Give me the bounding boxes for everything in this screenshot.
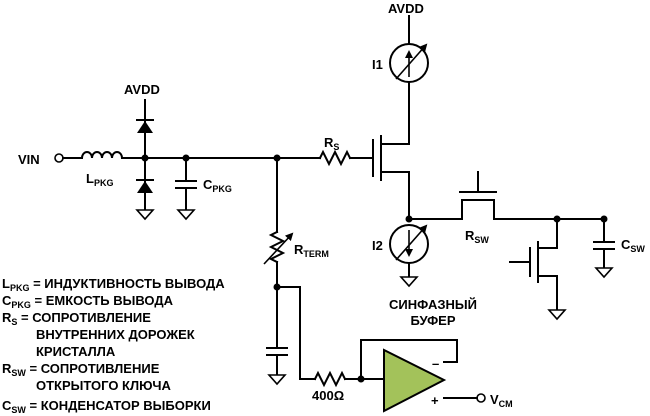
opamp-plus: + xyxy=(431,393,439,408)
current-source-i1 xyxy=(389,15,429,83)
reset-transistor xyxy=(509,218,567,321)
source-follower-transistor xyxy=(372,81,410,220)
i1-label: I1 xyxy=(372,57,383,72)
rterm-bypass-capacitor xyxy=(266,347,288,386)
csw-label: CSW xyxy=(621,237,645,254)
legend-entry: CPKG = ЕМКОСТЬ ВЫВОДА xyxy=(2,293,174,310)
cpkg-label: CPKG xyxy=(203,177,232,194)
rs-label: RS xyxy=(324,135,339,152)
vin-label: VIN xyxy=(18,152,40,167)
legend-entry: RS = СОПРОТИВЛЕНИЕ xyxy=(2,310,151,327)
avdd-top-label: AVDD xyxy=(388,1,424,16)
lpkg-label: LPKG xyxy=(86,171,113,188)
avdd-left-label: AVDD xyxy=(124,82,160,97)
vin-terminal xyxy=(54,153,83,163)
i2-label: I2 xyxy=(372,238,383,253)
rsw-label: RSW xyxy=(465,228,489,245)
legend-entry: RSW = СОПРОТИВЛЕНИЕ xyxy=(2,361,160,378)
resistor-400-ohm xyxy=(276,286,385,388)
package-capacitor-cpkg xyxy=(144,157,197,221)
legend-entry: LPKG = ИНДУКТИВНОСТЬ ВЫВОДА xyxy=(2,276,225,293)
legend-entry: CSW = КОНДЕНСАТОР ВЫБОРКИ xyxy=(2,398,211,415)
legend-continuation: ВНУТРЕННИХ ДОРОЖЕК xyxy=(36,327,195,342)
common-mode-buffer xyxy=(360,339,486,413)
buffer-title: БУФЕР xyxy=(410,313,455,328)
rterm-label: RTERM xyxy=(294,242,329,259)
buffer-title: СИНФАЗНЫЙ xyxy=(389,297,477,312)
trace-resistor-rs xyxy=(318,149,374,167)
r400-label: 400Ω xyxy=(312,388,344,403)
termination-resistor-rterm xyxy=(263,157,294,349)
sampling-capacitor-csw xyxy=(593,218,615,279)
opamp-minus: – xyxy=(432,356,439,371)
legend-continuation: ОТКРЫТОГО КЛЮЧА xyxy=(36,378,171,393)
package-inductor-lpkg xyxy=(80,151,146,160)
vcm-label: VCM xyxy=(490,392,513,409)
switch-rsw xyxy=(408,171,605,220)
current-source-i2 xyxy=(389,224,429,288)
legend-continuation: КРИСТАЛЛА xyxy=(36,344,116,359)
legend: LPKG = ИНДУКТИВНОСТЬ ВЫВОДА CPKG = ЕМКОС… xyxy=(2,276,225,415)
